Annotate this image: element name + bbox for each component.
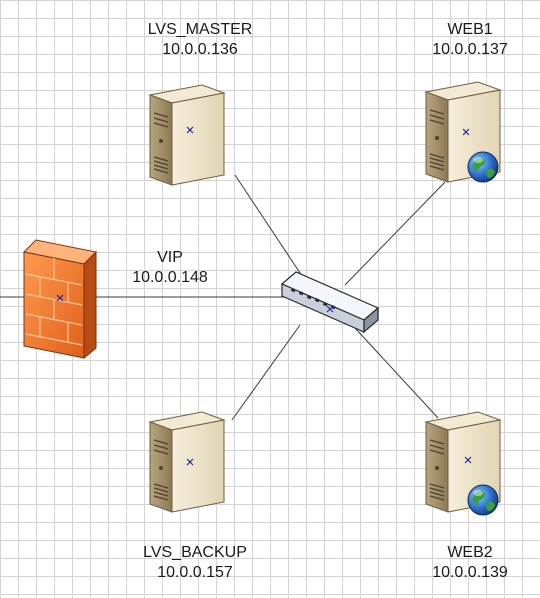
switch-icon[interactable] (280, 271, 380, 334)
lvs-backup-ip: 10.0.0.157 (157, 564, 233, 581)
web2-label: WEB2 10.0.0.139 (400, 543, 540, 583)
link-lvs-backup-switch (231, 324, 301, 421)
web2-name: WEB2 (447, 544, 493, 561)
lvs-master-server-icon[interactable] (149, 84, 225, 186)
lvs-master-label: LVS_MASTER 10.0.0.136 (120, 20, 280, 60)
link-web1-switch (344, 181, 446, 286)
link-lvs-master-switch (234, 174, 311, 289)
web2-ip: 10.0.0.139 (432, 564, 508, 581)
web1-name: WEB1 (447, 21, 493, 38)
web1-label: WEB1 10.0.0.137 (400, 20, 540, 60)
lvs-backup-name: LVS_BACKUP (143, 544, 247, 561)
link-web2-switch (354, 327, 439, 419)
lvs-backup-server-icon[interactable] (149, 411, 225, 513)
vip-name: VIP (157, 249, 183, 266)
web1-ip: 10.0.0.137 (432, 41, 508, 58)
lvs-backup-label: LVS_BACKUP 10.0.0.157 (115, 543, 275, 583)
web1-globe-icon (467, 151, 499, 183)
web2-globe-icon (467, 484, 499, 516)
vip-label: VIP 10.0.0.148 (110, 248, 230, 288)
lvs-master-ip: 10.0.0.136 (162, 41, 238, 58)
vip-ip: 10.0.0.148 (132, 269, 208, 286)
lvs-master-name: LVS_MASTER (147, 21, 253, 38)
firewall-icon[interactable] (22, 239, 98, 360)
